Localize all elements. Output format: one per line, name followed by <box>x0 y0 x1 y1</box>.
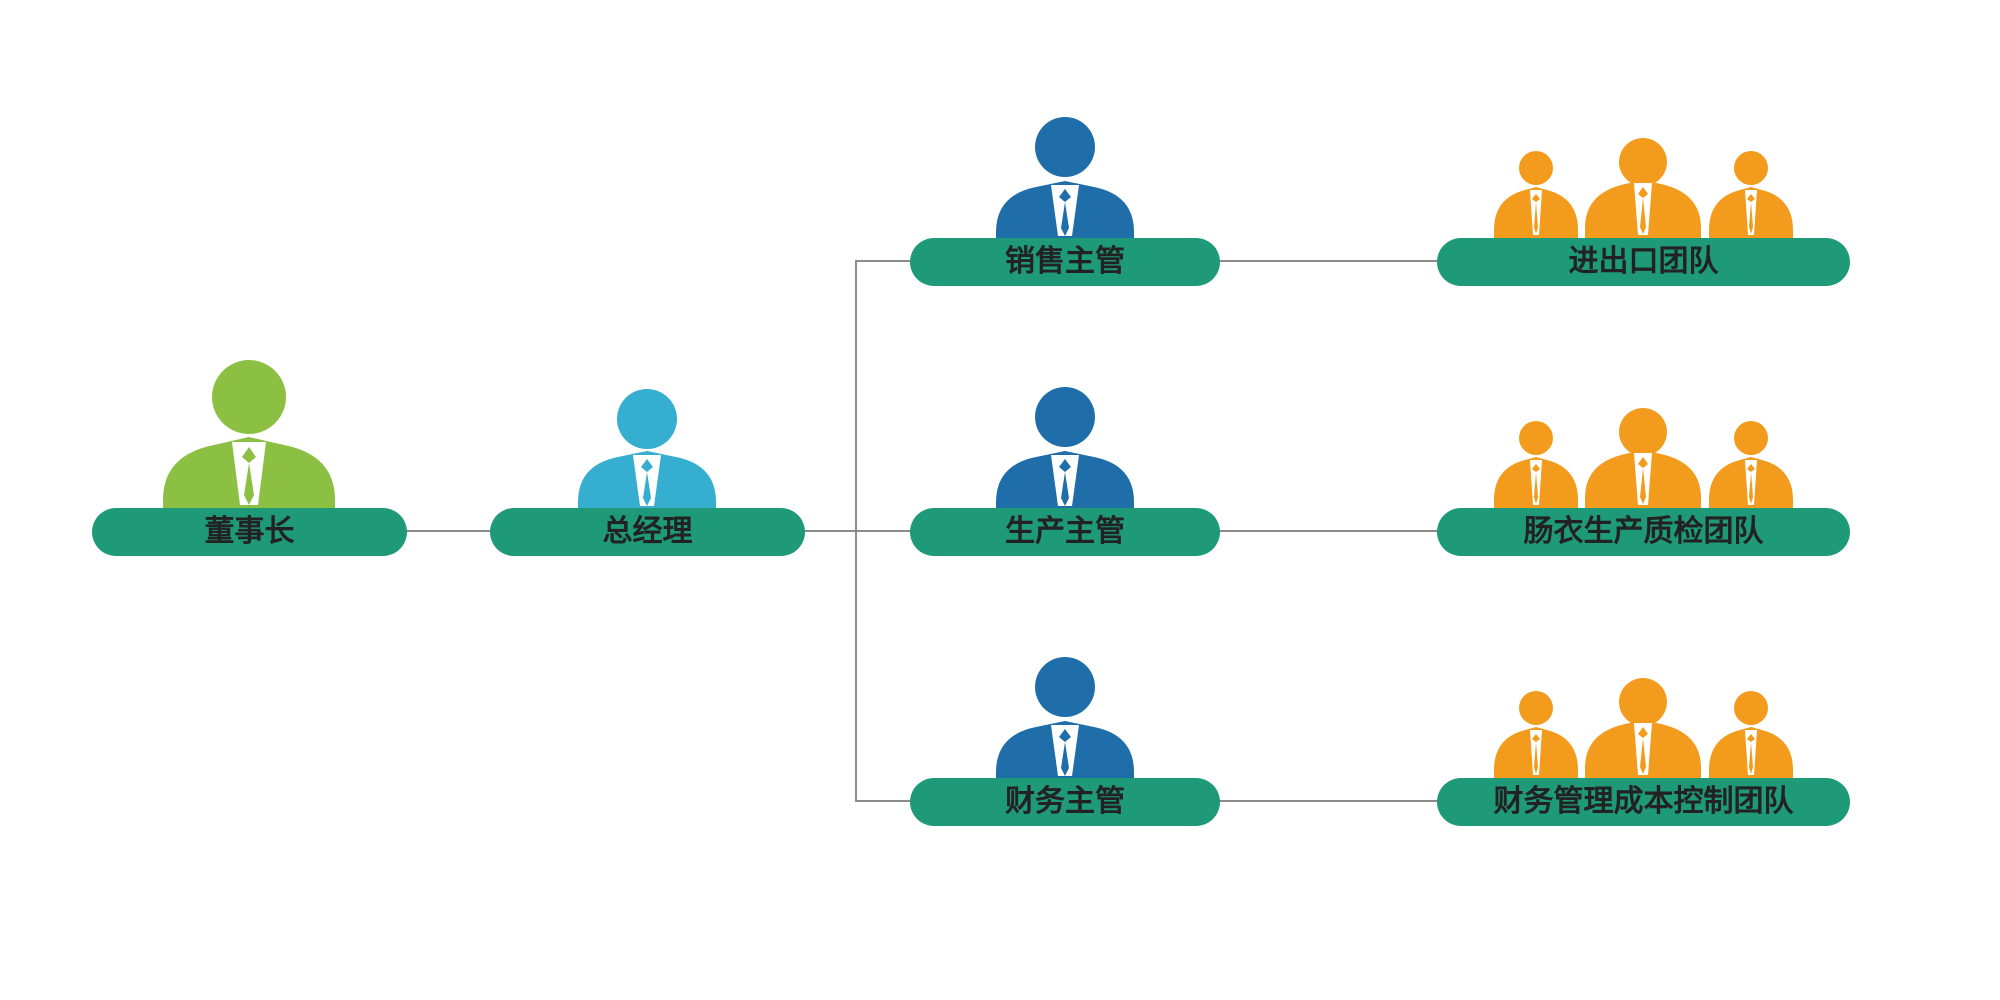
connector-sales-team <box>1218 260 1438 262</box>
node-label: 进出口团队 <box>1437 238 1850 286</box>
node-chairman[interactable]: 董事长 <box>92 355 407 556</box>
node-casing-qc-team[interactable]: 肠衣生产质检团队 <box>1437 408 1850 556</box>
node-label: 肠衣生产质检团队 <box>1437 508 1850 556</box>
node-label: 生产主管 <box>910 508 1220 556</box>
node-import-export-team[interactable]: 进出口团队 <box>1437 138 1850 286</box>
node-finance-cost-team[interactable]: 财务管理成本控制团队 <box>1437 678 1850 826</box>
connector-finance-team <box>1218 800 1438 802</box>
node-label: 总经理 <box>490 508 805 556</box>
node-label: 财务主管 <box>910 778 1220 826</box>
node-production-supervisor[interactable]: 生产主管 <box>910 387 1220 556</box>
node-general-manager[interactable]: 总经理 <box>490 385 805 556</box>
node-finance-supervisor[interactable]: 财务主管 <box>910 657 1220 826</box>
person-icon <box>163 360 335 510</box>
person-icon <box>578 389 716 510</box>
connector-chairman-gm <box>405 530 490 532</box>
connector-trunk-sales <box>855 260 912 262</box>
group-icon <box>1494 138 1793 238</box>
connector-trunk-finance <box>855 800 912 802</box>
node-label: 董事长 <box>92 508 407 556</box>
connector-vertical-trunk <box>855 260 857 802</box>
node-label: 销售主管 <box>910 238 1220 286</box>
node-sales-supervisor[interactable]: 销售主管 <box>910 117 1220 286</box>
person-icon <box>996 387 1134 510</box>
connector-production-team <box>1218 530 1438 532</box>
node-label: 财务管理成本控制团队 <box>1437 778 1850 826</box>
person-icon <box>996 117 1134 240</box>
connector-gm-trunk <box>805 530 912 532</box>
person-icon <box>996 657 1134 780</box>
group-icon <box>1494 408 1793 508</box>
group-icon <box>1494 678 1793 778</box>
